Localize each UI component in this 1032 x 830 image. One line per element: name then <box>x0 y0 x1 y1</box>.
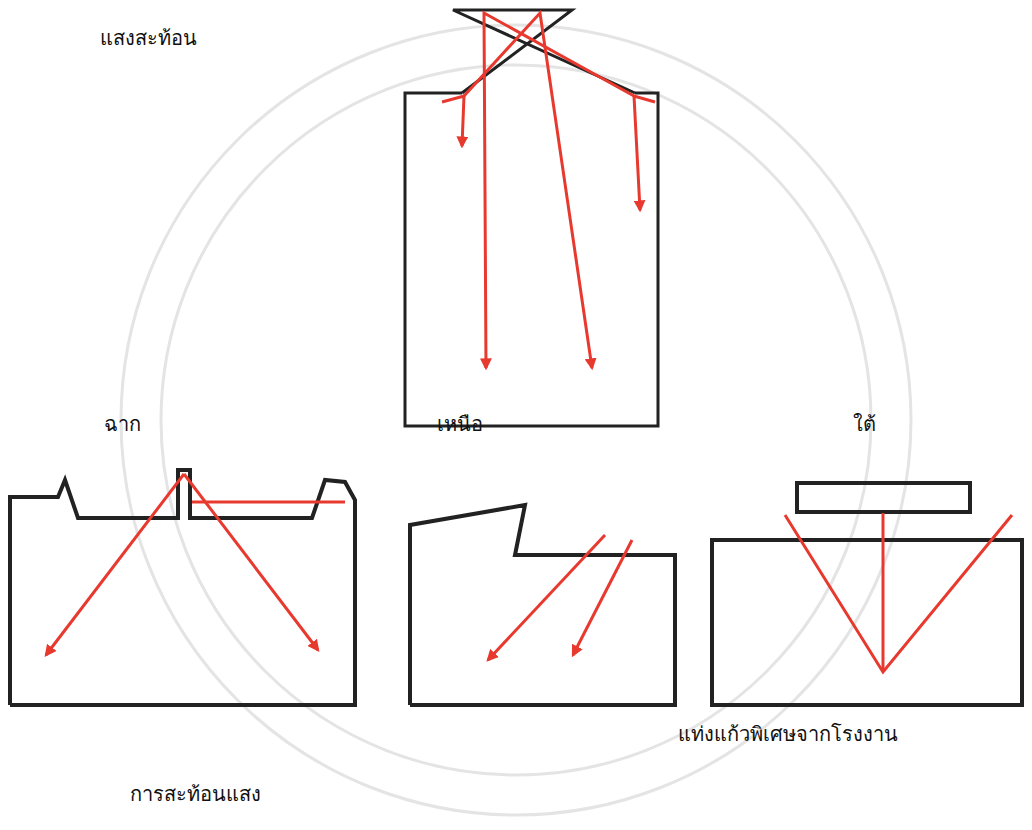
middle-rays <box>488 535 632 660</box>
caption-label: แสงสะท้อน <box>100 26 197 50</box>
glass-block <box>10 470 355 705</box>
top-rays <box>442 13 655 368</box>
light-ray <box>46 474 184 655</box>
part-label: เหนือ <box>437 412 483 436</box>
right-rays <box>785 513 1012 672</box>
glass-block <box>712 540 1022 705</box>
light-ray <box>573 540 632 655</box>
light-ray <box>192 501 345 504</box>
light-ray <box>442 96 464 146</box>
caption-label: แท่งแก้วพิเศษจากโรงงาน <box>678 722 898 746</box>
top-block <box>405 10 658 426</box>
part-label: ใต้ <box>853 412 876 436</box>
light-ray <box>785 515 1012 672</box>
cover-plate <box>797 483 970 512</box>
glass-block <box>405 93 658 426</box>
light-ray <box>488 535 605 660</box>
light-ray <box>882 513 885 672</box>
caption-label: การสะท้อนแสง <box>130 782 261 806</box>
left-rays <box>46 474 345 655</box>
seal-ring <box>121 25 911 815</box>
seal-ring <box>161 65 871 775</box>
watermark-seal <box>121 25 911 815</box>
glass-block <box>410 505 675 705</box>
light-ray <box>484 13 634 368</box>
part-label: ฉาก <box>104 412 141 436</box>
light-ray <box>634 96 655 210</box>
light-ray <box>184 474 318 650</box>
